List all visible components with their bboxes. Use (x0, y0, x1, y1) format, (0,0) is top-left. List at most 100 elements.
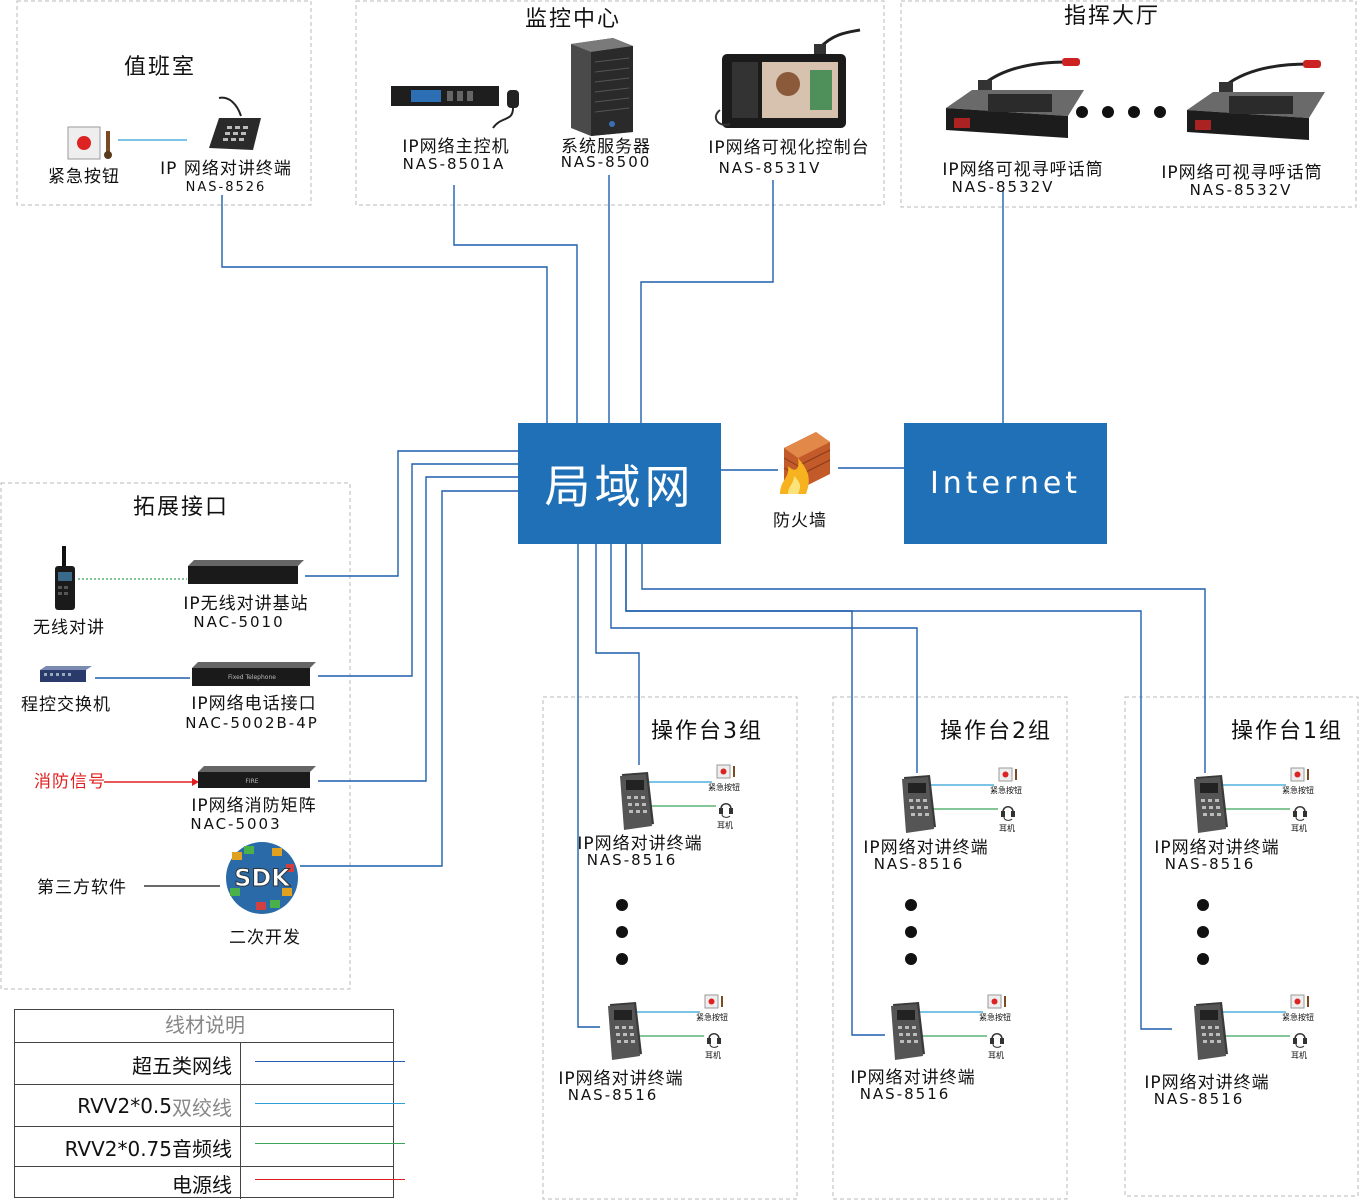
wire-group2-bottom (625, 544, 885, 1036)
legend-line-power (255, 1179, 405, 1180)
ellipsis-dot (616, 953, 628, 965)
wire-wireless-base (305, 450, 518, 577)
paging-mic-1-model: NAS-8532V (951, 178, 1055, 196)
wireless-base-name: IP无线对讲基站 (183, 594, 309, 614)
intercom-handset-icon (902, 775, 936, 833)
server-model: NAS-8500 (560, 153, 652, 171)
ellipsis-dot (905, 953, 917, 965)
fire-signal-label: 消防信号 (34, 772, 106, 792)
small-emergency-button-label: 紧急按钮 (1282, 1013, 1314, 1022)
wire-duty-terminal (221, 195, 548, 423)
headset-label: 耳机 (717, 821, 733, 830)
group-terminal-name: IP网络对讲终端 (850, 1068, 976, 1088)
sdk-logo-text: SDK (234, 864, 291, 892)
paging-mic-icon (946, 58, 1084, 138)
group2-box (832, 696, 1068, 1200)
small-emergency-button-label: 紧急按钮 (979, 1013, 1011, 1022)
duty-room-box (16, 0, 312, 206)
emergency-button-icon (67, 126, 112, 160)
server-name: 系统服务器 (561, 137, 651, 157)
legend-line-twisted (255, 1103, 405, 1104)
group-terminal-model: NAS-8516 (1153, 1090, 1245, 1108)
fire-matrix-panel-text: FIRE (245, 778, 258, 785)
group-terminal-name: IP网络对讲终端 (577, 834, 703, 854)
wire-group1-bottom (625, 544, 1172, 1030)
phone-interface-icon: Fixed Telephone (192, 662, 316, 686)
legend-label-cat5: 超五类网线 (15, 1043, 241, 1085)
headset-label: 耳机 (705, 1051, 721, 1060)
intercom-terminal-icon (209, 96, 261, 150)
group-terminal-name: IP网络对讲终端 (1144, 1073, 1270, 1093)
phone-interface-name: IP网络电话接口 (191, 694, 317, 714)
legend-label-audio: RVV2*0.75音频线 (15, 1127, 241, 1167)
legend-label-twisted-b: 双绞线 (172, 1095, 232, 1120)
legend-label-power: 电源线 (15, 1167, 241, 1199)
group-terminal-model: NAS-8516 (586, 851, 678, 869)
intercom-handset-icon (1194, 1002, 1228, 1060)
small-emergency-button-icon (1290, 767, 1309, 782)
firewall-icon (780, 432, 831, 494)
group-terminal-model: NAS-8516 (567, 1086, 659, 1104)
intercom-handset-icon (891, 1002, 925, 1060)
group1-box (1124, 696, 1359, 1197)
wire-group1-top (641, 544, 1206, 773)
main-controller-name: IP网络主控机 (402, 137, 510, 157)
ellipsis-dot (905, 899, 917, 911)
ellipsis-dot (905, 926, 917, 938)
group3-box (542, 696, 798, 1200)
pbx-switch-icon (40, 666, 92, 682)
small-emergency-button-icon (704, 994, 723, 1009)
headset-icon (1293, 1033, 1307, 1048)
intercom-handset-icon (1194, 775, 1228, 833)
intercom-handset-icon (620, 772, 654, 830)
wireless-source-label: 无线对讲 (33, 618, 105, 638)
legend-title: 线材说明 (165, 1013, 245, 1037)
legend-line-audio (255, 1143, 405, 1144)
paging-mic-2-model: NAS-8532V (1189, 181, 1293, 199)
pbx-source-label: 程控交换机 (21, 695, 111, 715)
paging-mic-icon-2 (1187, 60, 1325, 140)
wireless-base-model: NAC-5010 (193, 613, 285, 631)
firewall-label: 防火墙 (773, 511, 827, 531)
visual-console-icon (714, 28, 861, 128)
wire-phone-interface (318, 463, 518, 677)
group-terminal-model: NAS-8516 (1164, 855, 1256, 873)
small-emergency-button-label: 紧急按钮 (696, 1013, 728, 1022)
sdk-label: 二次开发 (229, 928, 301, 948)
small-emergency-button-label: 紧急按钮 (708, 783, 740, 792)
headset-label: 耳机 (1291, 1051, 1307, 1060)
group2-title: 操作台2组 (940, 719, 1052, 744)
main-controller-model: NAS-8501A (402, 155, 506, 173)
wire-fire-matrix (318, 476, 518, 782)
lan-hub: 局域网 (518, 423, 721, 544)
visual-console-name: IP网络可视化控制台 (708, 138, 870, 158)
wire-group2-top (610, 544, 918, 773)
group1-title: 操作台1组 (1231, 719, 1343, 744)
ellipsis-dots-icon (1076, 106, 1166, 118)
ellipsis-dot (1197, 953, 1209, 965)
headset-icon (1001, 806, 1015, 821)
wire-main-controller (453, 185, 578, 423)
small-emergency-button-icon (716, 764, 735, 779)
wire-sdk (300, 490, 518, 867)
headset-label: 耳机 (988, 1051, 1004, 1060)
phone-interface-model: NAC-5002B-4P (185, 714, 319, 732)
third-party-label: 第三方软件 (37, 878, 127, 898)
legend-label-twisted-a: RVV2*0.5 (77, 1094, 172, 1118)
phone-interface-panel-text: Fixed Telephone (228, 674, 276, 681)
fire-matrix-name: IP网络消防矩阵 (191, 796, 317, 816)
small-emergency-button-icon (1290, 994, 1309, 1009)
paging-mic-2-name: IP网络可视寻呼话筒 (1161, 163, 1323, 183)
group-terminal-model: NAS-8516 (873, 855, 965, 873)
main-controller-icon (391, 86, 519, 129)
monitor-center-box (355, 0, 885, 206)
duty-room-title: 值班室 (123, 55, 197, 80)
wire-group3-top (595, 544, 640, 765)
headset-icon (1293, 806, 1307, 821)
headset-icon (719, 803, 733, 818)
rack-device-icon (188, 560, 304, 584)
headset-icon (707, 1033, 721, 1048)
